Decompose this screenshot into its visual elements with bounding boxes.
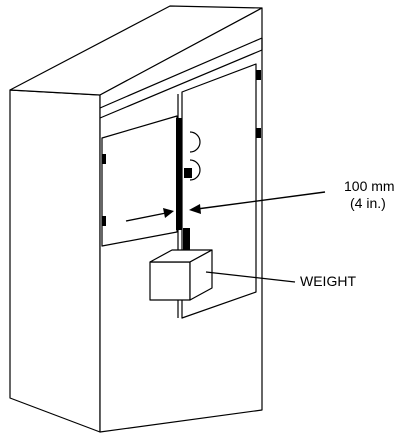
cabinet-front-face [9,89,101,433]
dimension-label-mm: 100 mm [344,178,395,194]
latch-block [184,168,192,178]
arrow-left-shaft [125,212,167,222]
weight-front [149,261,191,301]
latch-knob-lower [189,159,201,181]
door-edge-bar [176,118,182,230]
header-top-line [99,37,263,109]
header-bottom-line [99,49,263,119]
dimension-label-in: (4 in.) [350,195,386,211]
weight-label: WEIGHT [300,273,356,289]
hinge-right-bottom [256,128,261,138]
latch-knob [189,131,201,153]
right-door [181,63,257,319]
hinge-left-bottom [102,216,106,226]
arrow-right-head [189,204,201,214]
arrow-left-head [163,208,174,218]
hinge-left-top [102,154,106,164]
weight-leader-line [205,271,296,283]
arrow-right-shaft [196,191,326,210]
hinge-right-top [256,70,261,80]
weight-side [189,249,213,301]
left-door [101,115,178,247]
weight-cable [183,228,190,250]
